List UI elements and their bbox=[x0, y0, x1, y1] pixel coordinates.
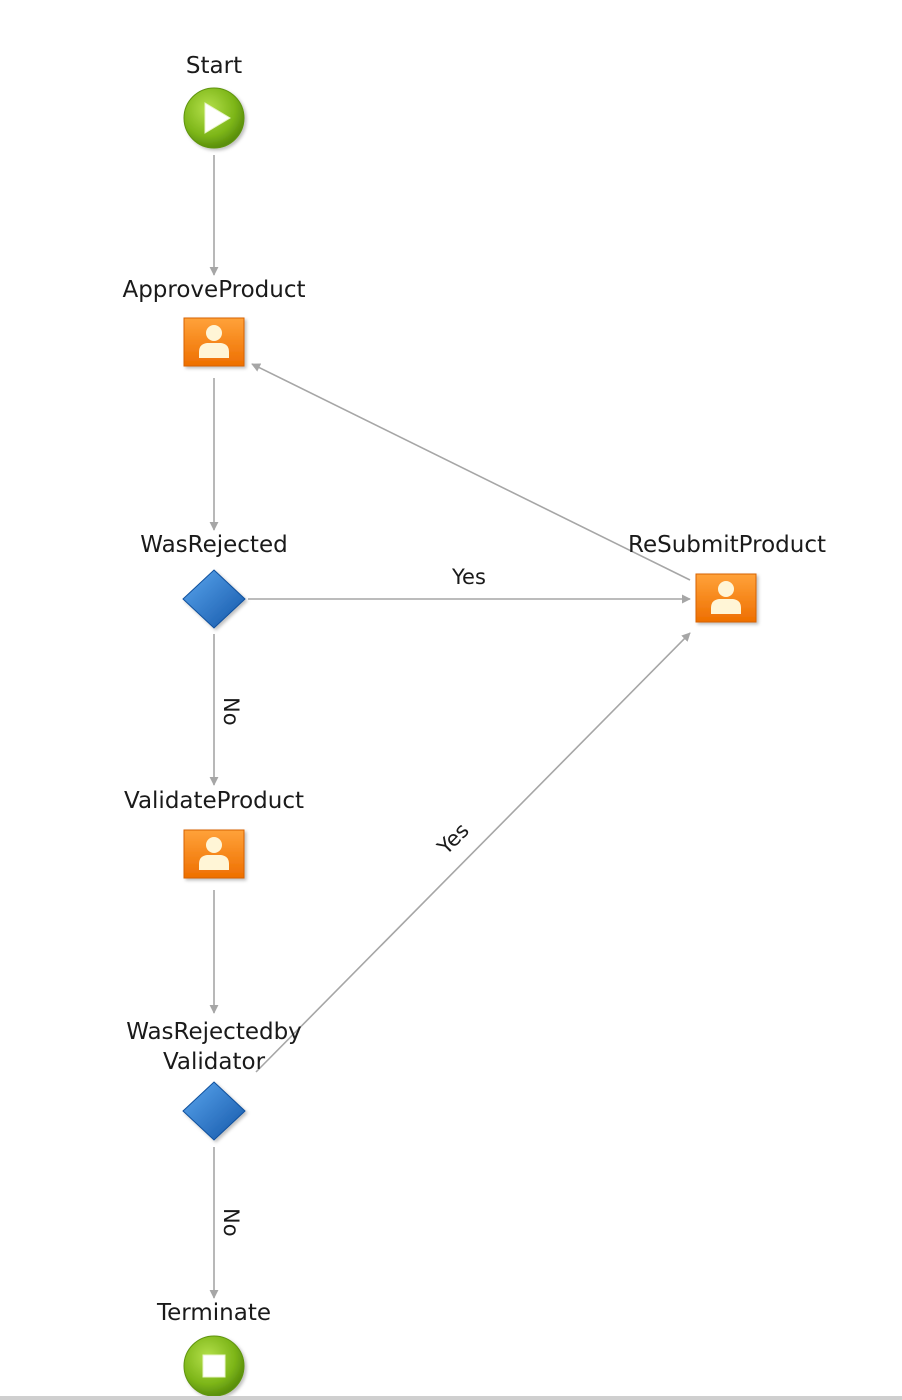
was-rejected-by-validator-decision[interactable] bbox=[182, 1081, 246, 1141]
user-icon bbox=[199, 325, 229, 358]
validate-product-node[interactable] bbox=[183, 829, 245, 879]
resubmit-product-label: ReSubmitProduct bbox=[627, 532, 827, 558]
was-rejected-by-validator-label: WasRejectedby Validator bbox=[126, 1017, 302, 1077]
user-icon bbox=[711, 581, 741, 614]
was-rejected-decision[interactable] bbox=[182, 569, 246, 629]
terminate-label: Terminate bbox=[157, 1300, 271, 1326]
edge-resubmit-to-approve bbox=[251, 363, 691, 581]
resubmit-product-node[interactable] bbox=[695, 573, 757, 623]
was-rejected-label: WasRejected bbox=[140, 532, 288, 558]
stop-icon bbox=[202, 1354, 226, 1378]
edge-label-validator-no: No bbox=[219, 1208, 243, 1237]
connectors bbox=[209, 155, 691, 1299]
was-rejected-by-validator-label-line2: Validator bbox=[162, 1049, 266, 1075]
user-icon bbox=[199, 837, 229, 870]
play-icon bbox=[204, 102, 231, 134]
approve-product-node[interactable] bbox=[183, 317, 245, 367]
canvas-bottom-border bbox=[0, 1396, 902, 1400]
edge-validator-yes-to-resubmit bbox=[255, 632, 691, 1073]
edge-label-was-rejected-yes: Yes bbox=[452, 565, 486, 589]
start-label: Start bbox=[185, 53, 243, 79]
terminate-node[interactable] bbox=[183, 1335, 245, 1397]
validate-product-label: ValidateProduct bbox=[123, 788, 305, 814]
start-node[interactable] bbox=[183, 87, 245, 149]
approve-product-label: ApproveProduct bbox=[122, 277, 306, 303]
edge-label-was-rejected-no: No bbox=[219, 697, 243, 726]
was-rejected-by-validator-label-line1: WasRejectedby bbox=[126, 1019, 302, 1045]
